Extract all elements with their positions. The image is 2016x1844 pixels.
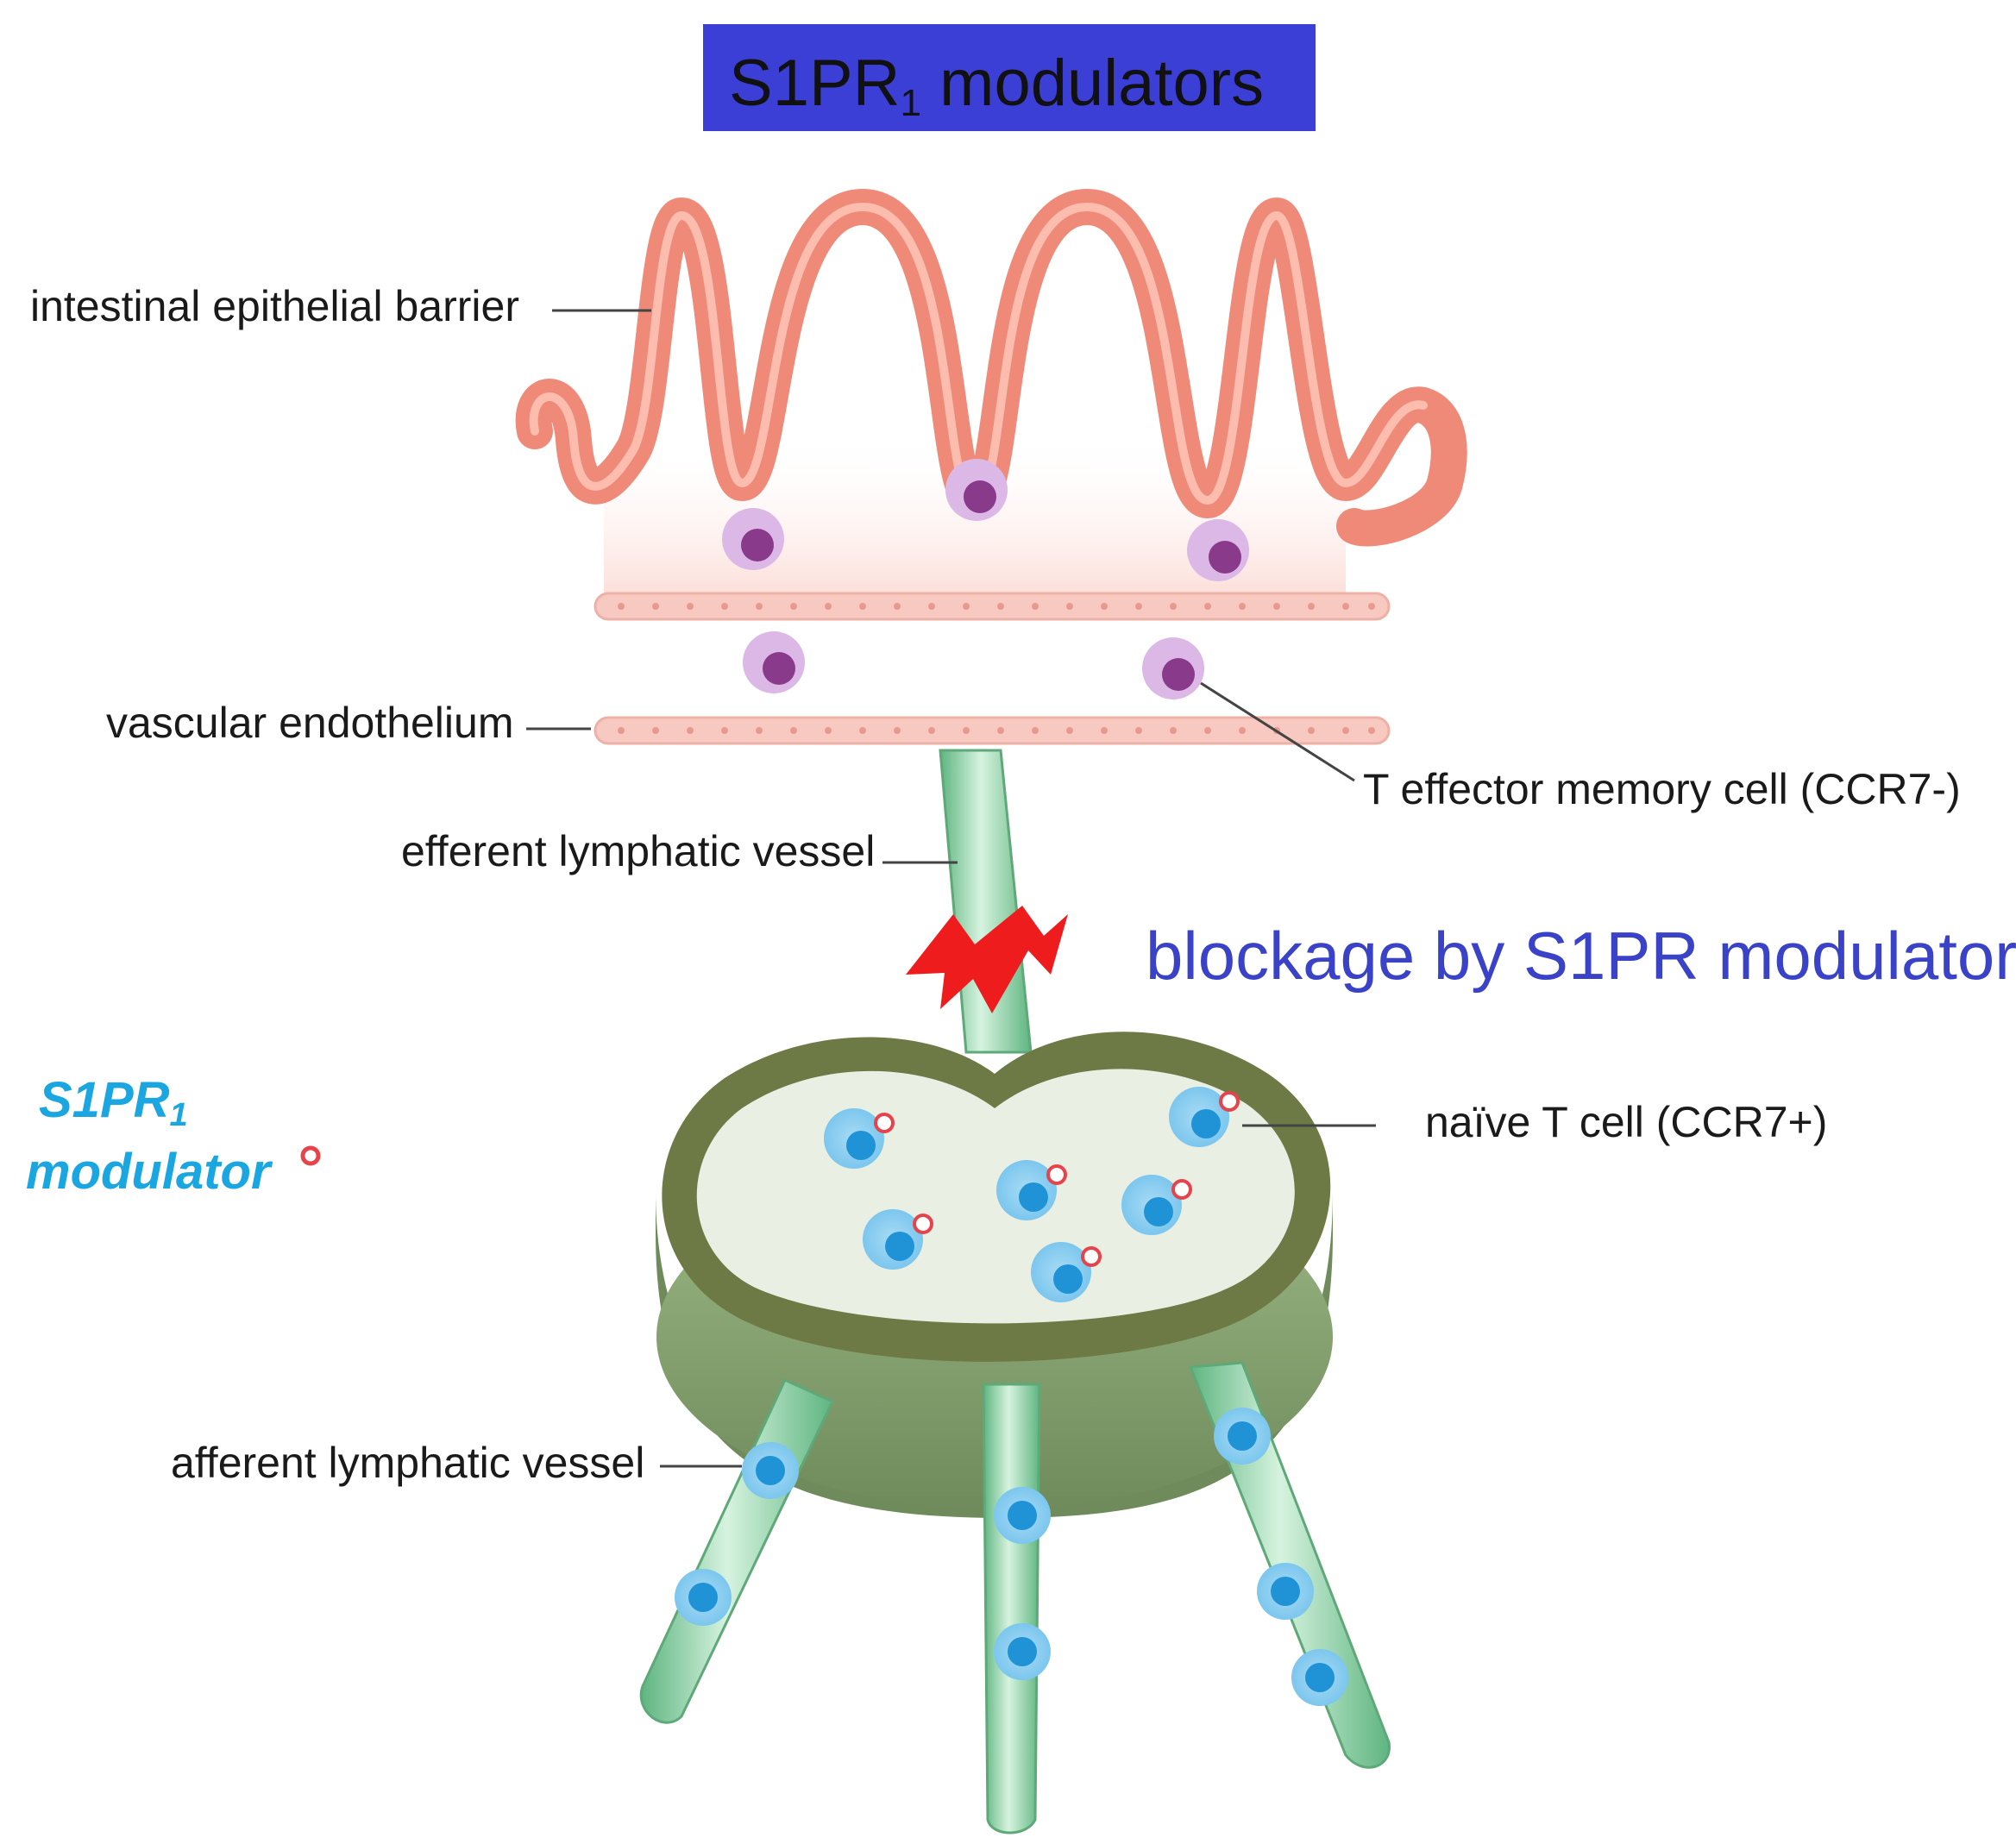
naive-cell [1291, 1649, 1348, 1706]
naive-cells-node [824, 1087, 1240, 1302]
title-rest: modulators [921, 47, 1264, 120]
label-efferent-lymphatic-vessel: efferent lymphatic vessel [401, 827, 875, 875]
effector-cell [722, 508, 784, 570]
naive-cell [1169, 1087, 1240, 1147]
label-t-effector-memory-cell: T effector memory cell (CCR7-) [1363, 765, 1961, 813]
title-banner: S1PR1 modulators [703, 24, 1316, 131]
effector-cells [722, 459, 1249, 699]
effector-cell [1187, 519, 1249, 581]
naive-cell [1257, 1563, 1314, 1620]
endothelium-lower [593, 716, 1391, 745]
naive-cell [824, 1108, 895, 1169]
naive-cell [994, 1623, 1051, 1680]
naive-cell [1121, 1175, 1192, 1235]
label-naive-t-cell: naïve T cell (CCR7+) [1425, 1098, 1827, 1146]
villi-highlight [529, 202, 1428, 505]
afferent-vessel-middle [982, 1383, 1041, 1835]
naive-cell [742, 1442, 799, 1499]
efferent-vessel [939, 749, 1033, 1054]
effector-cell [743, 631, 805, 693]
effector-cell [1142, 637, 1204, 699]
intestinal-villi [515, 189, 1467, 547]
naive-cell [1031, 1242, 1102, 1302]
label-intestinal-epithelial-barrier: intestinal epithelial barrier [30, 282, 519, 330]
title-background [703, 24, 1316, 131]
leader-lines [526, 309, 1376, 1468]
naive-cell [675, 1569, 732, 1626]
legend-line1: S1PR1 [39, 1072, 188, 1133]
naive-cell [994, 1487, 1051, 1544]
modulator-marker-icon [300, 1145, 321, 1166]
naive-cell [996, 1160, 1067, 1220]
title-text: S1PR1 modulators [729, 47, 1264, 124]
effector-cell [945, 459, 1008, 521]
title-main: S1PR [729, 47, 901, 120]
endothelium-upper [593, 592, 1391, 621]
leader-effector [1200, 681, 1355, 782]
label-afferent-lymphatic-vessel: afferent lymphatic vessel [171, 1439, 644, 1487]
blockage-label: blockage by S1PR modulators [1146, 918, 2016, 994]
lightning-bolt [906, 906, 1068, 1013]
naive-cells-afferent [675, 1408, 1348, 1706]
legend-line2: modulator [26, 1144, 273, 1200]
legend: S1PR1 modulator [26, 1072, 321, 1200]
title-subscript: 1 [901, 82, 921, 124]
naive-cell [863, 1209, 933, 1270]
label-vascular-endothelium: vascular endothelium [106, 699, 514, 747]
legend-subscript: 1 [170, 1097, 188, 1133]
legend-main: S1PR [39, 1072, 170, 1128]
naive-cell [1214, 1408, 1271, 1465]
